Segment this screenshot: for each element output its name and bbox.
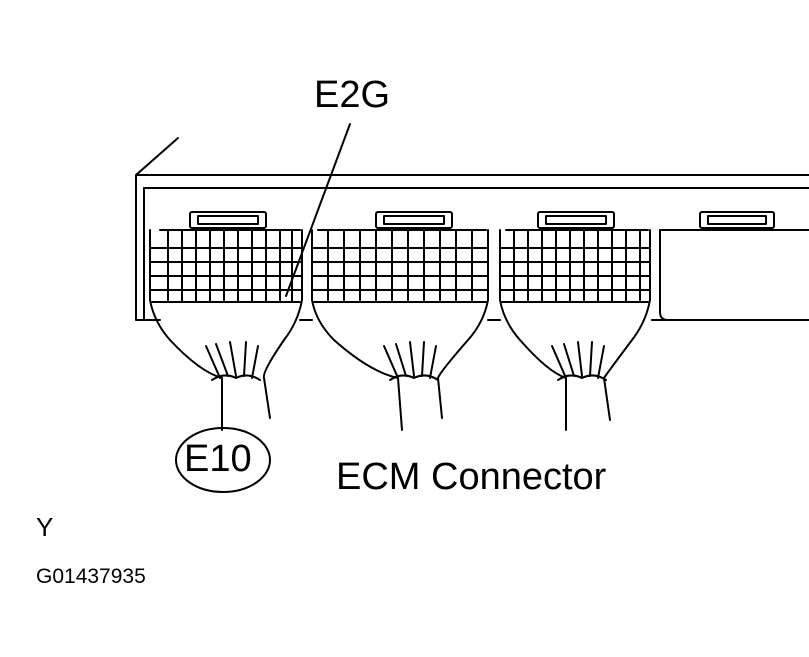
diagram-caption: ECM Connector xyxy=(336,456,607,498)
connector-2 xyxy=(311,211,489,431)
connector-3 xyxy=(499,211,651,431)
connector-id-label: E10 xyxy=(184,438,252,480)
e10-oval xyxy=(175,427,271,493)
ecm-housing xyxy=(135,137,809,321)
connector-4-partial xyxy=(659,211,809,321)
e2g-leader-line xyxy=(285,123,351,297)
connector-1 xyxy=(149,211,303,431)
figure-code: G01437935 xyxy=(36,565,146,588)
callout-label-e2g: E2G xyxy=(314,74,391,116)
corner-letter: Y xyxy=(36,512,54,542)
